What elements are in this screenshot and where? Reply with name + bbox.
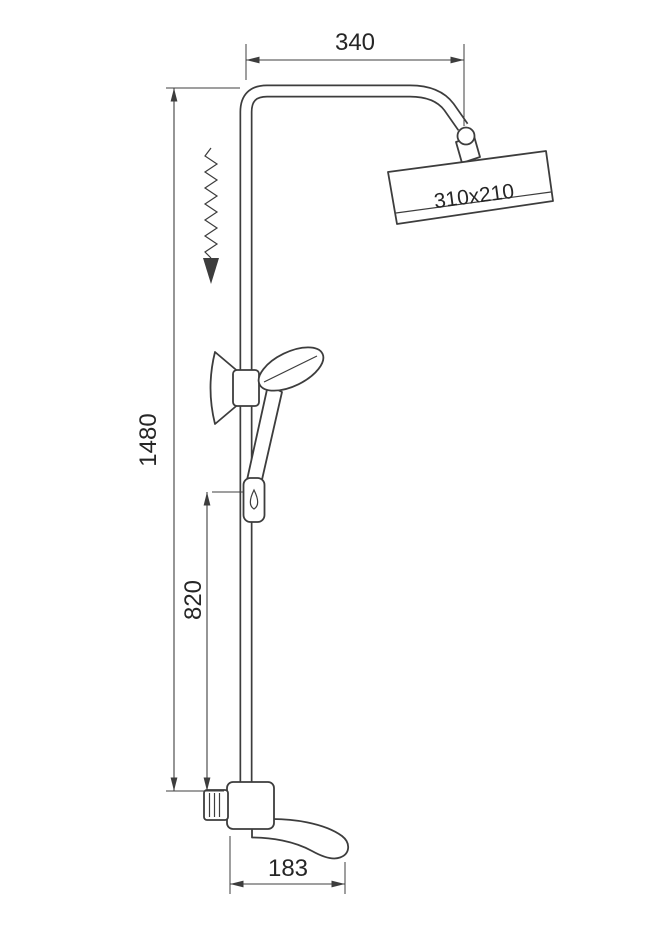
hand-shower-face-line <box>263 355 318 383</box>
shower-head-body <box>387 150 554 225</box>
flow-zigzag <box>203 147 219 259</box>
hand-shower <box>242 346 325 523</box>
dimension-top-width: 340 <box>245 29 465 126</box>
dim-top-width-label: 340 <box>335 29 375 56</box>
dim-spout-length-label: 183 <box>268 855 308 882</box>
dim-total-height-label: 1480 <box>135 413 162 466</box>
riser-pipe <box>239 84 469 786</box>
flow-arrowhead <box>203 258 219 284</box>
slider-clamp <box>232 369 260 407</box>
mixer-handle <box>203 789 229 821</box>
mixer-assembly <box>203 781 350 860</box>
pipe-fill <box>241 86 467 786</box>
dimension-spout-length: 183 <box>229 836 346 894</box>
dim-mid-height-label: 820 <box>180 580 207 620</box>
hanger-hook <box>242 477 266 523</box>
rain-shower-head: 310x210 <box>387 150 554 225</box>
hook-hole <box>249 488 259 510</box>
mixer-body <box>226 781 275 830</box>
slider-bracket <box>209 351 242 425</box>
dimension-total-height: 1480 <box>135 87 240 792</box>
shower-head-rim-line <box>395 191 552 214</box>
tub-spout <box>251 818 350 860</box>
water-flow-arrow-icon <box>203 147 219 284</box>
ball-joint-icon <box>456 126 476 146</box>
dimension-mid-height: 820 <box>180 491 244 791</box>
